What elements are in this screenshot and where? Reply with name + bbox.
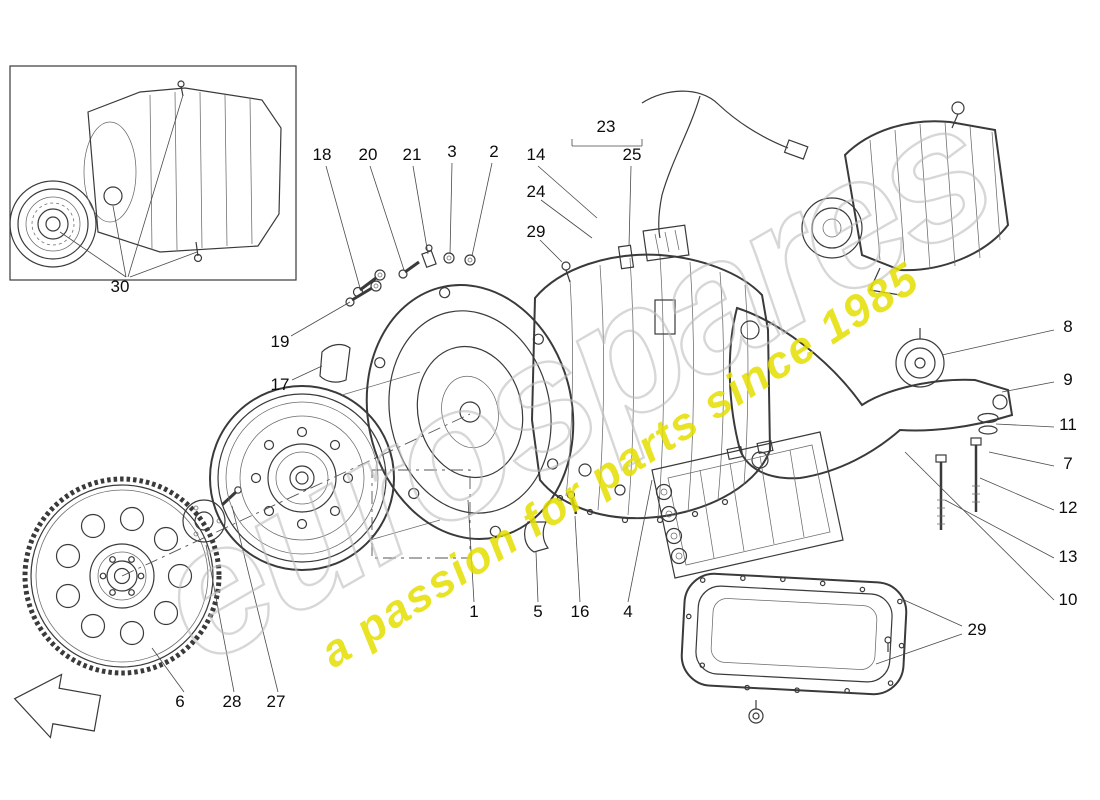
bell-housing-drawing [365,284,575,540]
transfer-case-drawing [801,101,1010,296]
small-parts-drawing [121,244,578,577]
valve-body-drawing [651,431,844,579]
torque-converter-drawing [209,371,441,571]
gearbox-housing-drawing [530,253,772,524]
crossmember-drawing [728,306,1014,480]
watermark-brand: eurospares [121,64,1021,701]
oil-pan-drawing [680,572,908,724]
mount-bolts-drawing [935,412,999,530]
flywheel-drawing [22,476,222,676]
inset-diagram [9,65,297,281]
direction-arrow [13,673,102,739]
leader-lines [151,139,1055,693]
wiring-harness-drawing [561,90,809,283]
